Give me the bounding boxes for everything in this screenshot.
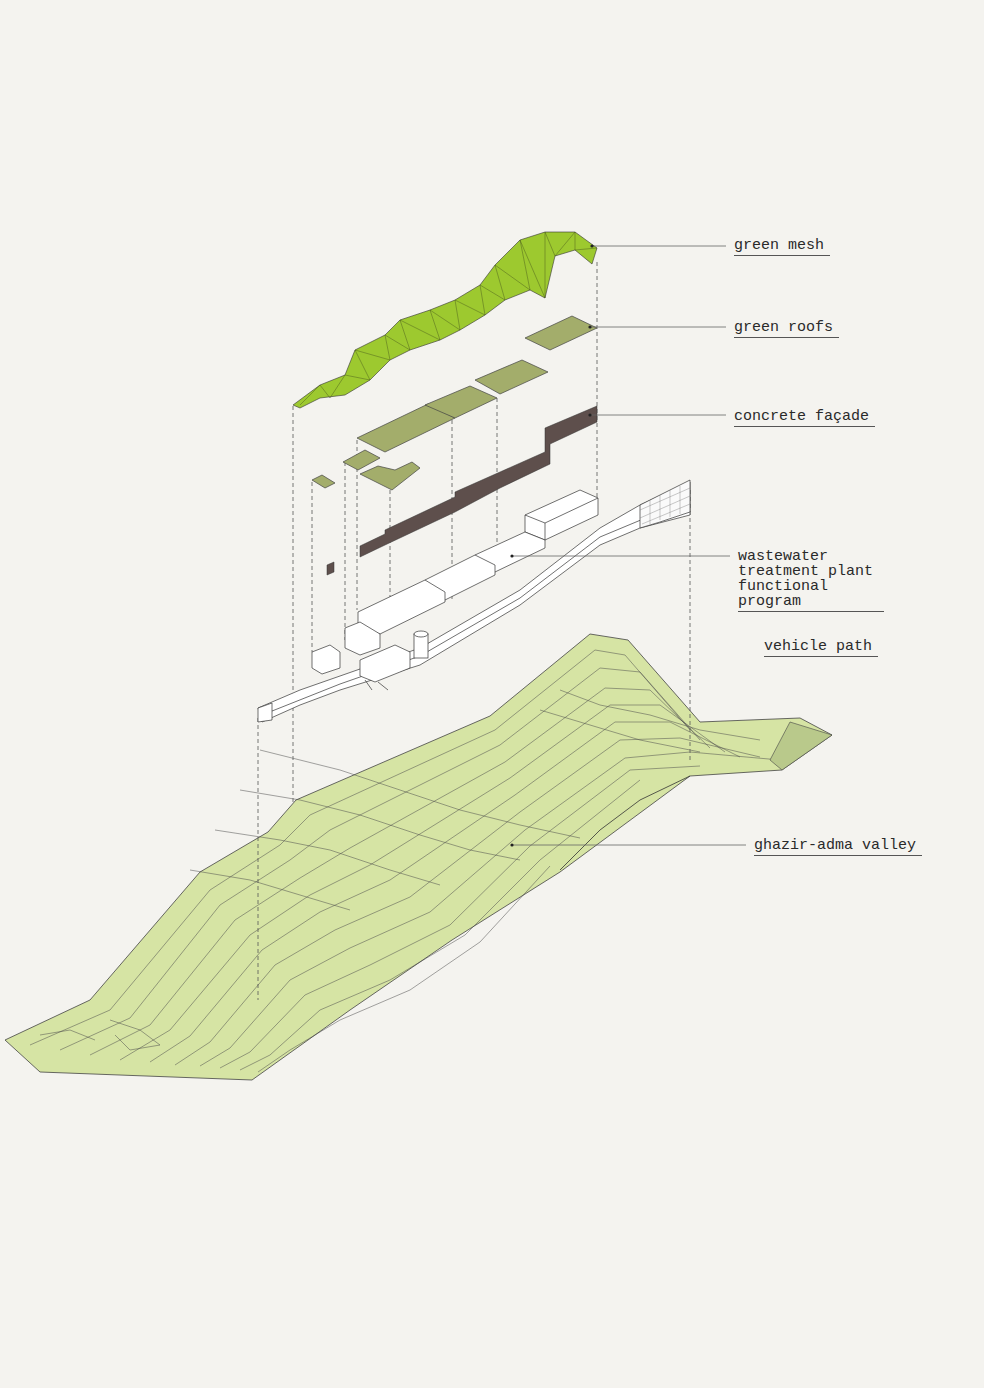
label: ghazir-adma valley (754, 838, 922, 856)
green-mesh (293, 232, 597, 408)
plant-program (258, 480, 690, 722)
label: green mesh (734, 238, 830, 256)
label: wastewater treatment plant functional pr… (738, 549, 884, 612)
label: concrete façade (734, 409, 875, 427)
leader-dots (510, 244, 593, 846)
label: vehicle path (764, 639, 878, 657)
valley-terrain (5, 634, 832, 1080)
concrete-facade (327, 406, 597, 575)
projection-lines (258, 262, 690, 1000)
green-roofs (312, 316, 597, 490)
leader-lines (512, 246, 746, 845)
label: green roofs (734, 320, 839, 338)
